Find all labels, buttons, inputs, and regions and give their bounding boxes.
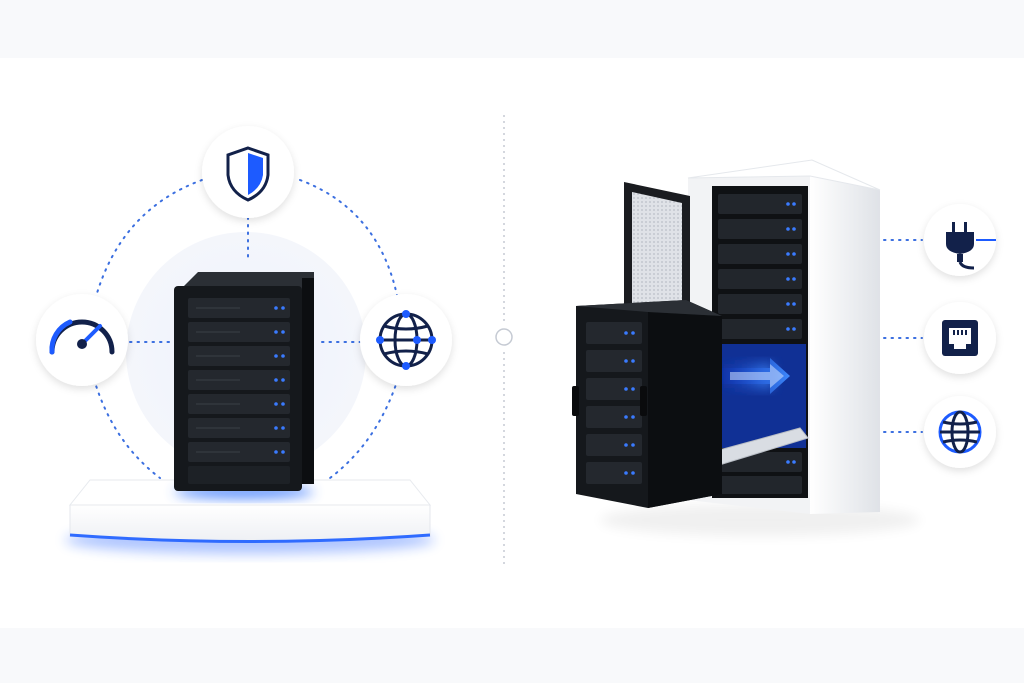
rack-leds: [786, 202, 796, 464]
right-panel: [572, 159, 996, 536]
shield-icon: [226, 146, 270, 202]
power-plug-bubble: [924, 204, 996, 276]
globe-network-bubble: [360, 294, 452, 386]
bottom-band: [0, 628, 1024, 683]
sliding-server-leds: [624, 331, 635, 475]
sliding-server: [572, 300, 722, 508]
server-tower: [174, 272, 314, 499]
panel-divider: [495, 115, 513, 565]
globe-bubble: [924, 396, 996, 468]
server-handle: [572, 386, 579, 416]
migration-arrow: [716, 358, 790, 394]
connector-lines: [91, 179, 401, 479]
speedometer-bubble: [36, 294, 128, 386]
ethernet-port-icon: [942, 320, 978, 356]
ethernet-port-bubble: [924, 302, 996, 374]
speedometer-icon: [49, 319, 115, 355]
left-panel: [36, 126, 452, 554]
server-rack-cabinet: [687, 159, 881, 514]
shield-bubble: [202, 126, 294, 218]
cabinet-door: [624, 182, 690, 330]
top-band: [0, 0, 1024, 58]
power-plug-icon: [946, 222, 996, 270]
sliding-server-bays: [586, 322, 642, 484]
right-connector-lines: [883, 239, 923, 433]
rack-units: [718, 194, 802, 494]
server-leds: [274, 306, 285, 454]
globe-icon: [938, 410, 982, 454]
server-bays: [188, 298, 290, 484]
